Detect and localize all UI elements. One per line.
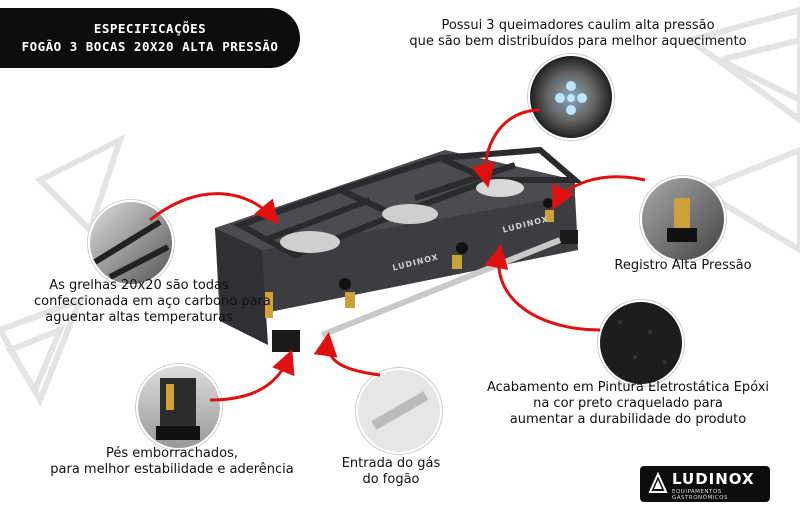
caption-grates-line2: confeccionada em aço carbono para <box>34 294 271 309</box>
brass-valves <box>345 210 554 308</box>
caption-grates-line1: As grelhas 20x20 são todas <box>49 278 229 293</box>
logo-name: LUDINOX <box>672 470 755 488</box>
foot-detail-photo <box>136 364 222 450</box>
burner-middle <box>382 204 438 224</box>
logo-tagline: EQUIPAMENTOS GASTRONÔMICOS <box>672 489 728 501</box>
spec-banner: ESPECIFICAÇÕES FOGÃO 3 BOCAS 20X20 ALTA … <box>0 8 300 68</box>
arrow-finish <box>484 244 601 332</box>
arrow-register <box>552 175 646 211</box>
caption-register-line1: Registro Alta Pressão <box>614 258 752 273</box>
valve-detail-photo <box>640 176 726 262</box>
gas-pipe <box>320 237 562 338</box>
side-plate-left <box>265 292 273 318</box>
ludinox-logo: LUDINOX EQUIPAMENTOS GASTRONÔMICOS <box>640 466 770 502</box>
caption-register: Registro Alta Pressão <box>608 258 758 274</box>
paint-finish-photo <box>598 300 684 386</box>
caption-burners-line1: Possui 3 queimadores caulim alta pressão <box>441 18 715 33</box>
knobs <box>339 198 553 290</box>
arrow-grates <box>149 192 279 225</box>
caption-feet-line2: para melhor estabilidade e aderência <box>50 462 294 477</box>
caption-grates-line3: aguentar altas temperaturas <box>45 310 233 325</box>
burner-left <box>280 231 340 253</box>
caption-burners: Possui 3 queimadores caulim alta pressão… <box>398 18 758 50</box>
stove-body-left <box>215 228 268 345</box>
caption-finish: Acabamento em Pintura Eletrostática Epóx… <box>478 380 778 428</box>
stove-foot-right <box>560 230 578 244</box>
burner-detail-photo <box>528 54 614 140</box>
caption-grates: As grelhas 20x20 são todas confeccionada… <box>34 278 271 326</box>
caption-finish-line3: aumentar a durabilidade do produto <box>509 412 747 427</box>
caption-gas-line1: Entrada do gás <box>341 456 441 471</box>
caption-feet-line1: Pés emborrachados, <box>105 446 239 461</box>
banner-title: ESPECIFICAÇÕES <box>93 21 207 36</box>
caption-finish-line1: Acabamento em Pintura Eletrostática Epóx… <box>486 380 770 395</box>
caption-feet: Pés emborrachados, para melhor estabilid… <box>32 446 312 478</box>
caption-finish-line2: na cor preto craquelado para <box>533 396 723 411</box>
arrow-burners <box>471 108 541 188</box>
ludinox-logo-icon <box>648 472 668 493</box>
caption-gas-line2: do fogão <box>362 472 420 487</box>
caption-burners-line2: que são bem distribuídos para melhor aqu… <box>409 34 747 49</box>
arrow-feet <box>209 349 295 402</box>
caption-gas: Entrada do gás do fogão <box>336 456 446 488</box>
gas-inlet-photo <box>356 368 442 454</box>
arrow-gas <box>313 332 381 377</box>
stove-foot-left <box>272 330 300 352</box>
banner-subtitle: FOGÃO 3 BOCAS 20X20 ALTA PRESSÃO <box>21 39 279 54</box>
